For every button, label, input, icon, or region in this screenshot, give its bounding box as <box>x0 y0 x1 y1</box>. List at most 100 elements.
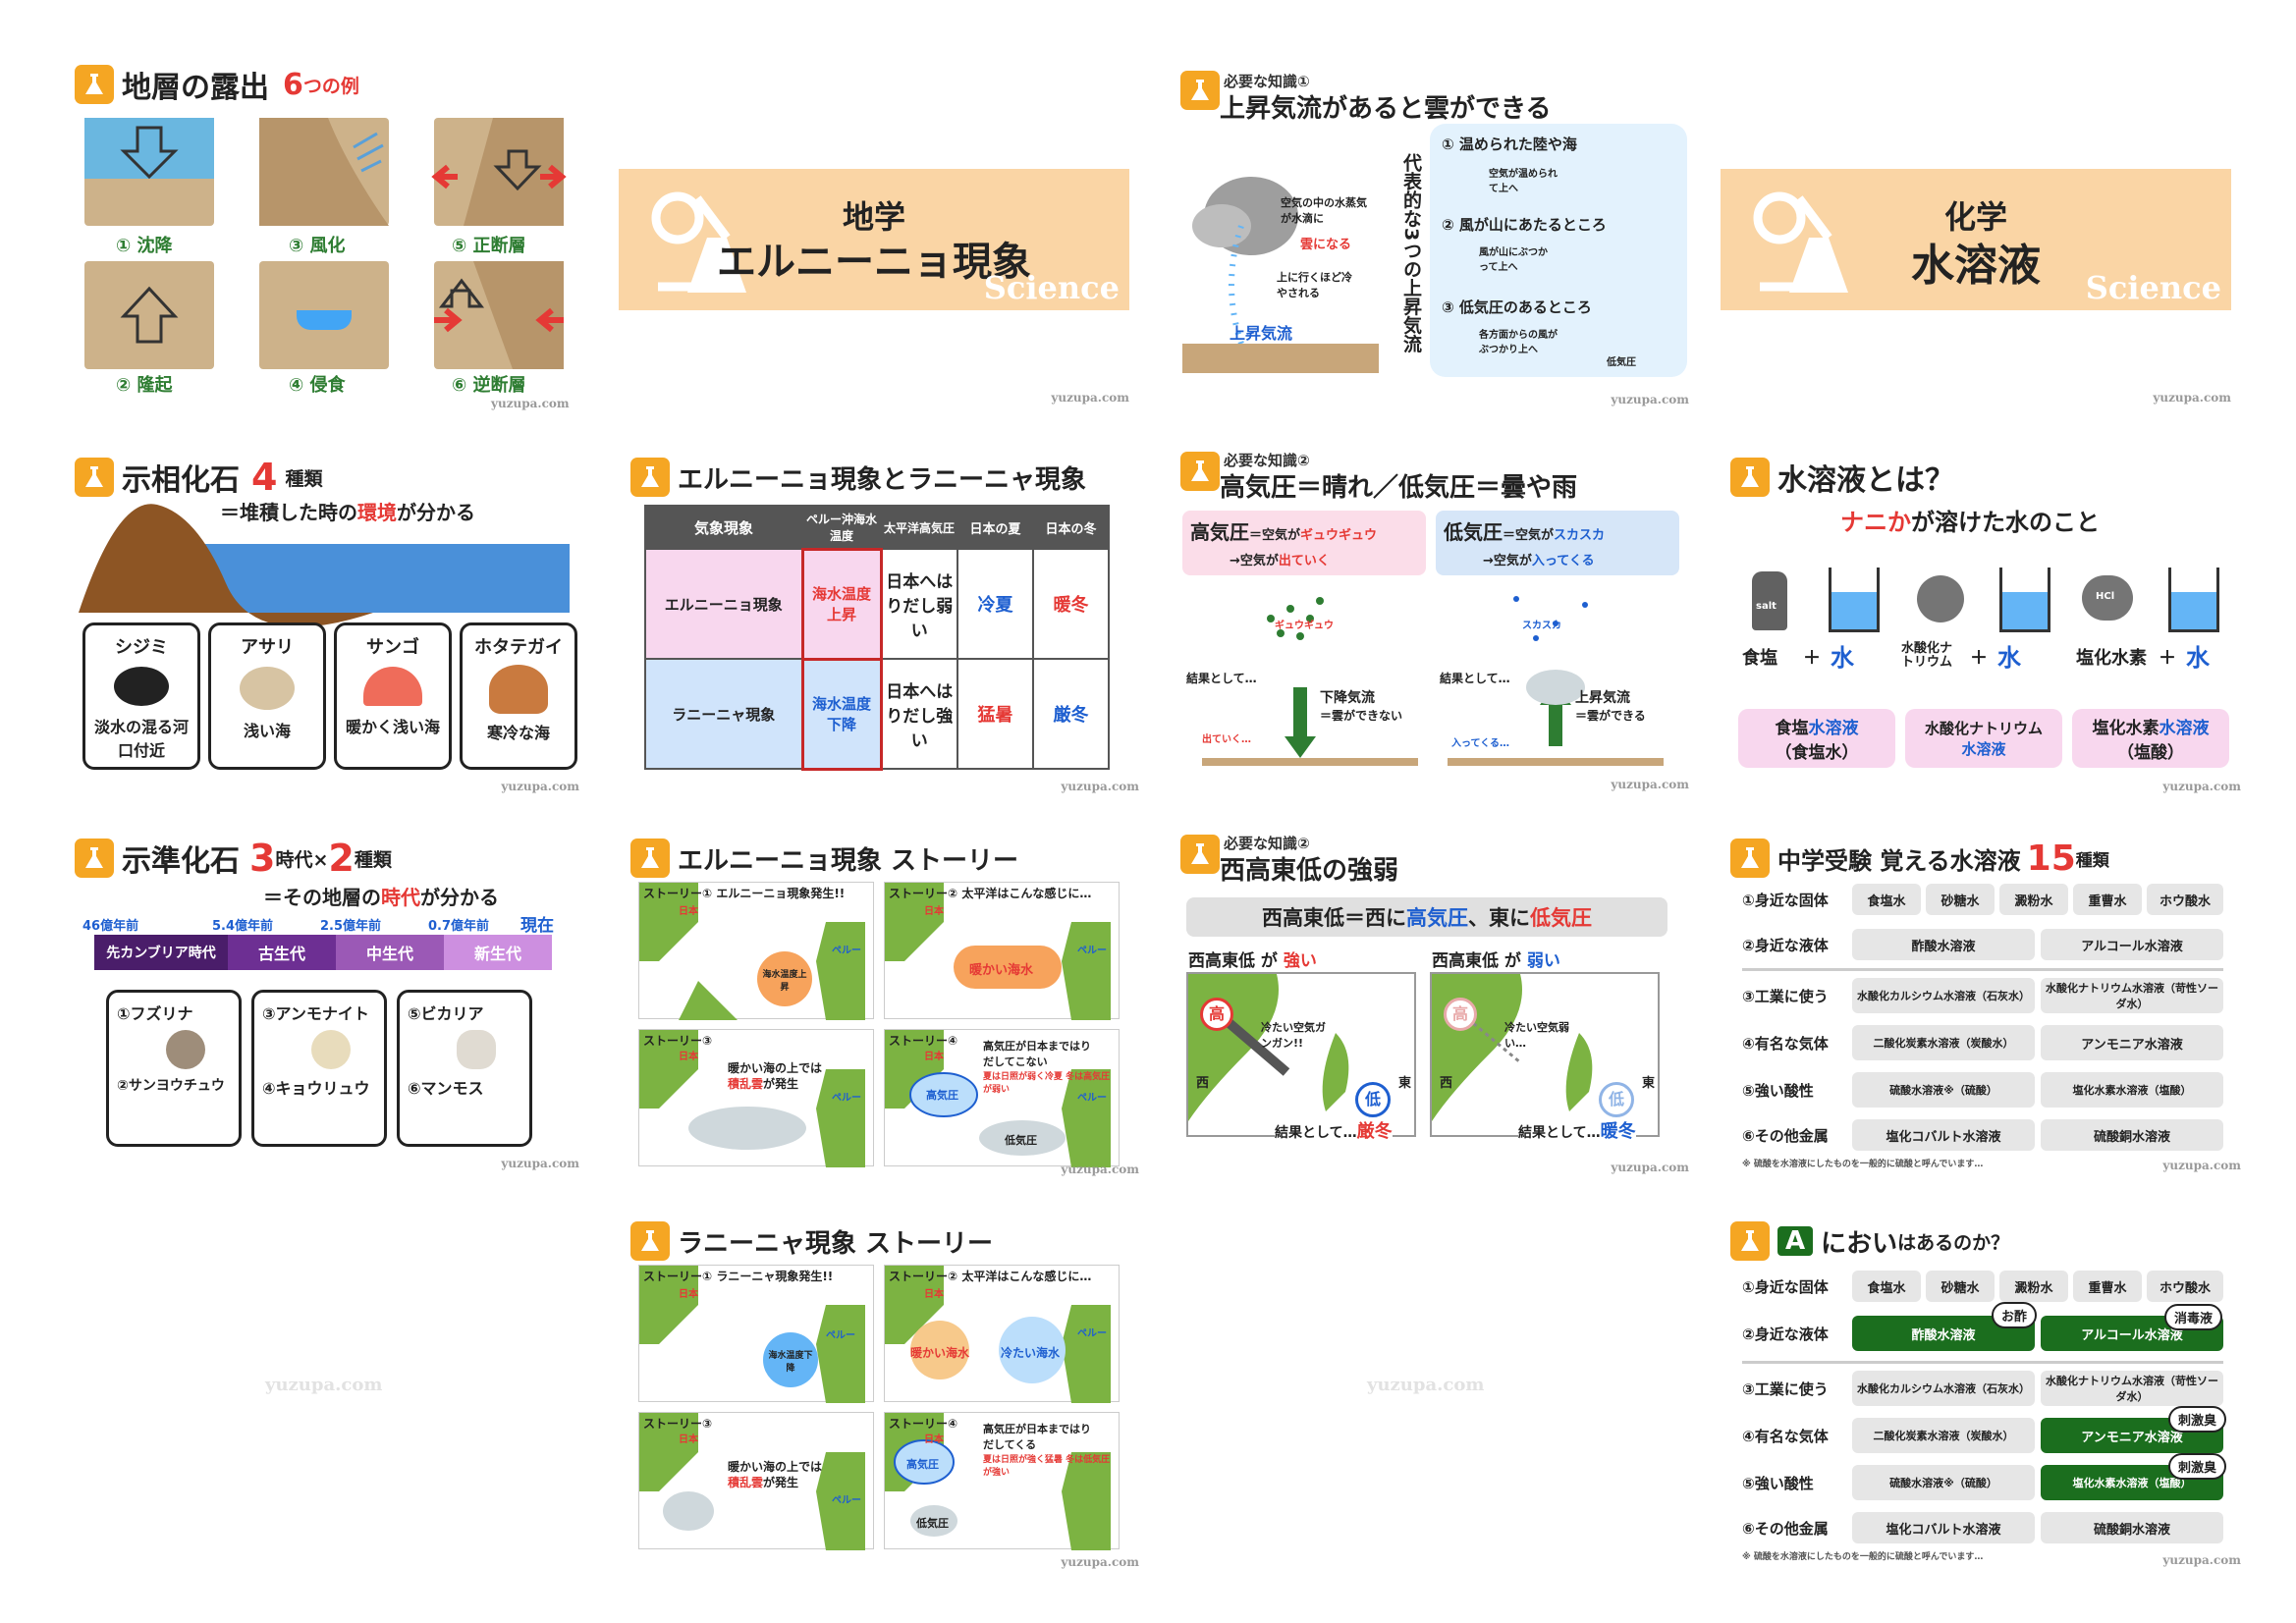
row-metal: ⑥その他金属 <box>1742 1127 1829 1145</box>
plus-1: ＋ <box>1803 648 1821 669</box>
updraft-note-2: 風が山にぶつかって上へ <box>1479 247 1548 273</box>
low-pressure-label: 低気圧 <box>1607 357 1636 368</box>
age-0-7: 0.7億年前 <box>428 919 490 934</box>
credit-text: yuzupa.com <box>2162 780 2241 793</box>
label-subsidence: ① 沈降 <box>116 236 173 256</box>
title-number: 4 <box>251 456 278 499</box>
slide-title: 地層の露出 6 つの例 <box>75 63 359 106</box>
credit-text: yuzupa.com <box>1611 778 1689 791</box>
age-46: 46億年前 <box>82 919 139 934</box>
credit-text: yuzupa.com <box>2153 391 2231 405</box>
weak-label: 西高東低 が 弱い <box>1432 951 1560 971</box>
story-map-1: ストーリー① ラニーニャ現象発生!! 日本 ペルー 海水温度下降 <box>638 1265 874 1403</box>
age-5-4: 5.4億年前 <box>212 919 274 934</box>
result-weak: 結果として…暖冬 <box>1518 1117 1636 1143</box>
flask-icon <box>1180 452 1220 491</box>
updraft-note: ＝雲ができる <box>1575 709 1646 723</box>
result-hcl-water: 塩化水素水溶液 （塩酸） <box>2072 709 2229 768</box>
row-liquid: ②身近な液体 <box>1742 937 1829 954</box>
in-label: 入ってくる… <box>1451 738 1509 749</box>
fossil-card-hotate: ホタテガイ 寒冷な海 <box>460 622 577 770</box>
credit-text: yuzupa.com <box>1611 393 1689 406</box>
water-2: 水 <box>1997 644 2021 672</box>
credit-text: yuzupa.com <box>1061 1163 1139 1176</box>
slide-updraft-clouds: 必要な知識① 上昇気流があると雲ができる 空気の中の水蒸気が水滴に 雲になる 上… <box>1173 59 1693 412</box>
slide-smell-check: A におい はあるのか？ ①身近な固体 食塩水 砂糖水 澱粉水 重曹水 ホウ酸水… <box>1721 1206 2251 1569</box>
cover-line2: 水溶液 <box>1911 241 2041 291</box>
plus-3: ＋ <box>2159 648 2176 669</box>
flask-icon <box>75 839 114 878</box>
credit-text: yuzupa.com <box>1611 1161 1689 1174</box>
tag-pungent-ammonia: 刺激臭 <box>2168 1406 2227 1433</box>
slide-strata-exposure: 地層の露出 6 つの例 ① 沈降 ③ 風化 ⑤ 正断層 ② 隆起 ④ 侵食 ⑥ … <box>55 39 585 396</box>
slide-title: A におい はあるのか？ <box>1730 1219 2009 1263</box>
slide-facies-fossils: 示相化石 4 種類 ＝堆積した時の環境が分かる シジミ 淡水の混る河口付近 アサ… <box>55 440 585 793</box>
kicker: 必要な知識② <box>1224 452 1310 469</box>
gyu-label: ギュウギュウ <box>1275 621 1334 631</box>
story-map-3: ストーリー③ 日本 ペルー 暖かい海の上では 積乱雲が発生 <box>638 1029 874 1167</box>
cloud-note: 空気の中の水蒸気が水滴に <box>1281 196 1367 225</box>
flask-icon <box>1180 835 1220 874</box>
label-normal-fault: ⑤ 正断層 <box>452 236 526 256</box>
credit-text: yuzupa.com <box>2162 1159 2241 1172</box>
slide-cover-solution: 化学 水溶液 Science yuzupa.com <box>1721 0 2251 412</box>
kicker: 必要な知識② <box>1224 835 1310 852</box>
result-label-right: 結果として… <box>1440 672 1510 685</box>
updraft-label: 上昇気流 <box>1230 324 1293 343</box>
title-main: 地層の露出 <box>122 71 269 105</box>
downdraft-label: 下降気流 <box>1320 690 1375 706</box>
solute-salt: salt <box>1742 562 1899 660</box>
map-weak: 高 低 西 東 冷たい空気弱い… <box>1430 972 1660 1137</box>
downdraft-note: ＝雲ができない <box>1320 709 1403 723</box>
row-gas: ④有名な気体 <box>1742 1035 1829 1053</box>
age-now: 現在 <box>520 916 554 936</box>
flask-icon <box>630 839 670 878</box>
slide-15-solutions: 中学受験 覚える水溶液 15 種類 ①身近な固体 食塩水 砂糖水 澱粉水 重曹水… <box>1721 823 2251 1176</box>
credit-text: yuzupa.com <box>501 780 579 793</box>
result-naoh-water: 水酸化ナトリウム 水溶液 <box>1905 709 2062 768</box>
high-pressure-box: 高気圧＝空気がギュウギュウ →空気が出ていく <box>1182 511 1426 575</box>
fossil-card-sango: サンゴ 暖かく浅い海 <box>334 622 452 770</box>
credit-text: yuzupa.com <box>501 1157 579 1170</box>
row-industrial: ③工業に使う <box>1742 988 1829 1005</box>
solute-naoh <box>1909 562 2066 660</box>
tag-vinegar: お酢 <box>1992 1302 2038 1328</box>
age-2-5: 2.5億年前 <box>320 919 382 934</box>
flask-icon <box>75 458 114 497</box>
arrow-down-icon <box>120 126 179 180</box>
slide-index-fossils: 示準化石 3 時代× 2 種類 ＝その地層の時代が分かる 46億年前 5.4億年… <box>55 823 585 1176</box>
credit-text: yuzupa.com <box>1051 391 1129 405</box>
result-salt-water: 食塩水溶液 （食塩水） <box>1738 709 1895 768</box>
slide-subtitle: ナニかが溶けた水のこと <box>1840 509 2100 536</box>
cloud-note-red: 雲になる <box>1300 238 1352 252</box>
low-pressure-box: 低気圧＝空気がスカスカ →空気が入ってくる <box>1436 511 1679 575</box>
tile-weathering <box>259 118 389 226</box>
slide-title: 中学受験 覚える水溶液 15 種類 <box>1730 837 2109 880</box>
slide-elnino-story: エルニーニョ現象 ストーリー ストーリー① エルニーニョ現象発生!! 日本 ペル… <box>619 823 1149 1176</box>
story-map-2: ストーリー② 太平洋はこんな感じに… 日本 暖かい海水 冷たい海水 ペルー <box>884 1265 1120 1403</box>
tile-normal-fault <box>431 118 567 226</box>
watermark-left: yuzupa.com <box>265 1375 383 1395</box>
fossil-box-paleozoic: ①フズリナ ②サンヨウチュウ <box>106 990 242 1147</box>
story-map-2: ストーリー② 太平洋はこんな感じに… 日本 ペルー 暖かい海水 <box>884 882 1120 1020</box>
slide-subtitle: ＝その地層の時代が分かる <box>263 886 499 909</box>
label-reverse-fault: ⑥ 逆断層 <box>452 375 526 396</box>
row-solid: ①身近な固体 <box>1742 892 1829 909</box>
slide-lanina-story: ラニーニャ現象 ストーリー ストーリー① ラニーニャ現象発生!! 日本 ペルー … <box>619 1206 1149 1569</box>
slide-title: 水溶液とは？ <box>1730 456 1954 499</box>
story-map-4: ストーリー④ 日本 高気圧が日本まではりだしてくる 夏は日照が強く猛暑 冬は低気… <box>884 1412 1120 1550</box>
map-strong: 高 低 西 東 冷たい空気ガンガン!! <box>1186 972 1416 1137</box>
flask-icon <box>1730 1221 1770 1261</box>
fossil-box-cenozoic: ⑤ビカリア ⑥マンモス <box>397 990 532 1147</box>
updraft-panel: ① 温められた陸や海 空気が温められて上へ ② 風が山にあたるところ 風が山にぶ… <box>1430 124 1687 377</box>
cover-line2: エルニーニョ現象 <box>717 240 1031 285</box>
title-suffix: つの例 <box>302 75 359 97</box>
answer-badge: A <box>1777 1226 1814 1256</box>
slide-what-is-solution: 水溶液とは？ ナニかが溶けた水のこと salt HCl 食塩 ＋ 水 水酸化ナト… <box>1721 440 2251 793</box>
solute-label-hcl: 塩化水素 <box>2076 648 2147 669</box>
credit-text: yuzupa.com <box>1061 1555 1139 1569</box>
watermark-mid: yuzupa.com <box>1367 1375 1485 1395</box>
title-suffix: 種類 <box>285 467 323 490</box>
flask-icon <box>1730 458 1770 497</box>
updraft-note-3: 各方面からの風がぶつかり上へ <box>1479 330 1558 355</box>
